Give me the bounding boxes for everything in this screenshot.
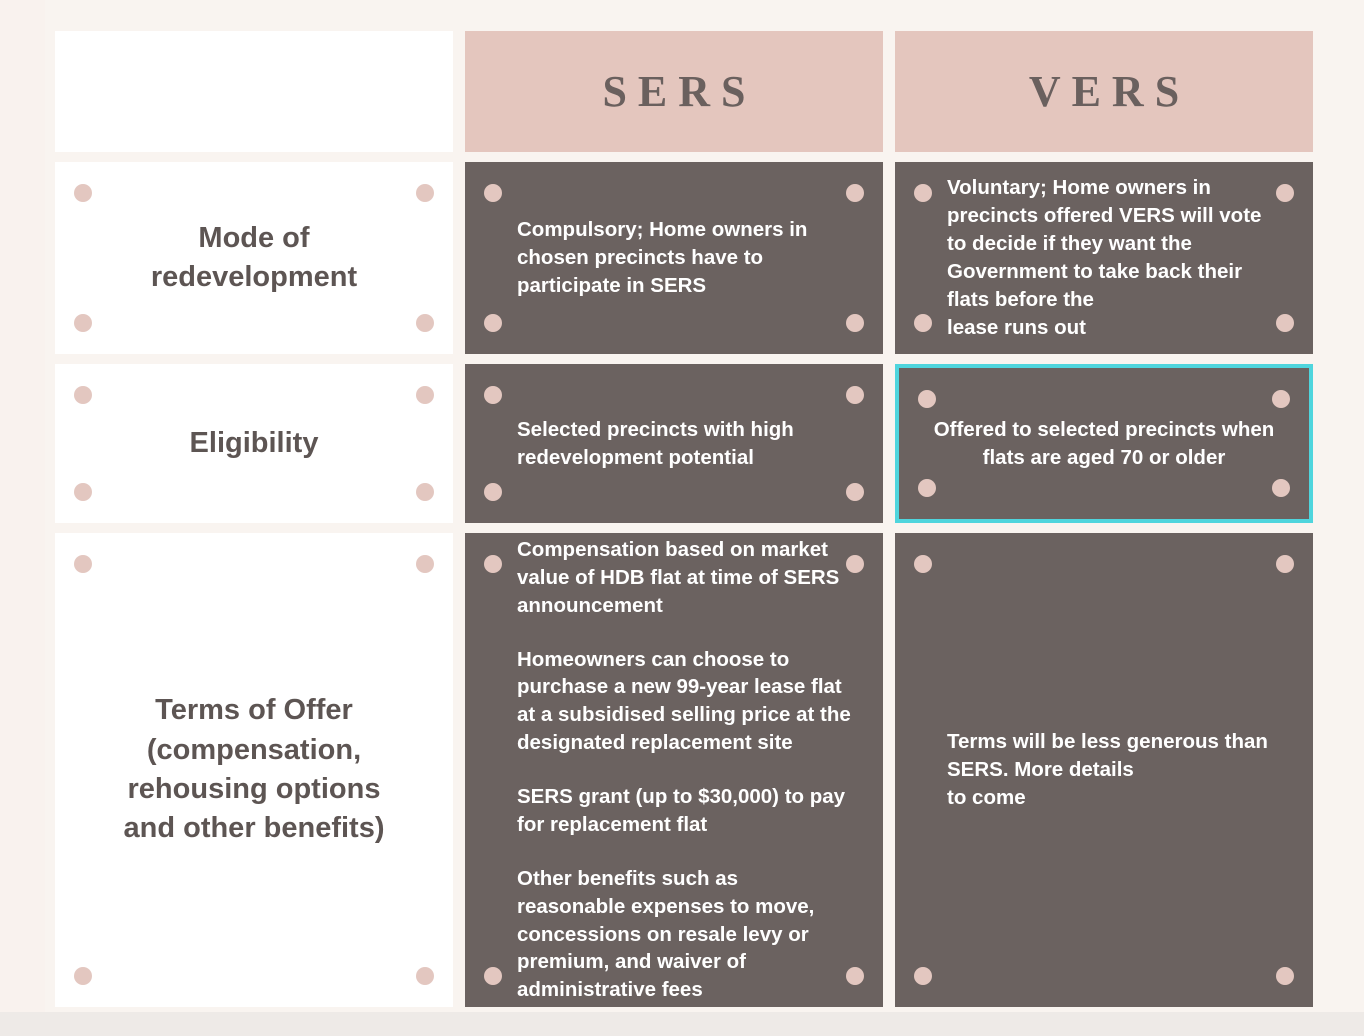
corner-dot-icon (416, 386, 434, 404)
corner-dot-icon (846, 314, 864, 332)
corner-dot-icon (1276, 967, 1294, 985)
cell-paragraph: Other benefits such as reasonable expens… (517, 866, 815, 1002)
header-label-vers: VERS (1028, 67, 1191, 116)
cell-vers-eligibility-selected[interactable]: Offered to selected precincts when flats… (895, 364, 1313, 523)
corner-dot-icon (1276, 184, 1294, 202)
cell-paragraph: Homeowners can choose to purchase a new … (517, 647, 851, 755)
cell-paragraph: Compensation based on market value of HD… (517, 537, 840, 617)
corner-dot-icon (484, 184, 502, 202)
cell-text-block: Offered to selected precincts when flats… (899, 416, 1309, 472)
cell-paragraph: Compulsory; Home owners in chosen precin… (517, 218, 808, 297)
row-label-text: Terms of Offer (compensation, rehousing … (123, 694, 385, 845)
corner-dot-icon (74, 386, 92, 404)
cell-paragraph: Terms will be less generous than SERS. M… (947, 730, 1268, 809)
header-cell-vers: VERS (895, 31, 1313, 152)
header-label-sers: SERS (602, 67, 757, 116)
row-label-mode-of-redevelopment: Mode of redevelopment (55, 162, 453, 354)
corner-dot-icon (416, 184, 434, 202)
cell-paragraph: SERS grant (up to $30,000) to pay for re… (517, 785, 846, 836)
cell-sers-mode-of-redevelopment[interactable]: Compulsory; Home owners in chosen precin… (465, 162, 883, 354)
corner-dot-icon (1272, 390, 1290, 408)
cell-vers-terms-of-offer[interactable]: Terms will be less generous than SERS. M… (895, 533, 1313, 1007)
corner-dot-icon (918, 479, 936, 497)
cell-sers-terms-of-offer[interactable]: Compensation based on market value of HD… (465, 533, 883, 1007)
corner-dot-icon (416, 555, 434, 573)
cell-text-block: Terms will be less generous than SERS. M… (895, 728, 1313, 812)
row-label-text: Mode of redevelopment (150, 221, 358, 293)
row-label-terms-of-offer: Terms of Offer (compensation, rehousing … (55, 533, 453, 1007)
cell-sers-eligibility[interactable]: Selected precincts with high redevelopme… (465, 364, 883, 523)
cell-text-block: Compensation based on market value of HD… (465, 536, 883, 1004)
corner-dot-icon (846, 483, 864, 501)
corner-dot-icon (918, 390, 936, 408)
corner-dot-icon (846, 555, 864, 573)
corner-dot-icon (914, 555, 932, 573)
corner-dot-icon (74, 314, 92, 332)
page-canvas: SERS VERS Mode of redevelopment Compulso… (0, 0, 1364, 1012)
cell-paragraph: Voluntary; Home owners in precincts offe… (947, 176, 1262, 339)
cell-text-block: Selected precincts with high redevelopme… (465, 416, 883, 472)
corner-dot-icon (846, 386, 864, 404)
header-cell-sers: SERS (465, 31, 883, 152)
corner-dot-icon (74, 967, 92, 985)
row-label-eligibility: Eligibility (55, 364, 453, 523)
corner-dot-icon (914, 314, 932, 332)
corner-dot-icon (914, 967, 932, 985)
comparison-table: SERS VERS Mode of redevelopment Compulso… (55, 31, 1313, 1007)
corner-dot-icon (1276, 314, 1294, 332)
corner-dot-icon (484, 555, 502, 573)
cell-text-block: Compulsory; Home owners in chosen precin… (465, 216, 883, 300)
corner-dot-icon (1276, 555, 1294, 573)
corner-dot-icon (1272, 479, 1290, 497)
corner-dot-icon (484, 386, 502, 404)
corner-dot-icon (484, 483, 502, 501)
corner-dot-icon (846, 967, 864, 985)
row-label-text: Eligibility (189, 426, 319, 459)
corner-dot-icon (484, 314, 502, 332)
cell-text-block: Voluntary; Home owners in precincts offe… (895, 174, 1313, 341)
header-cell-blank (55, 31, 453, 152)
corner-dot-icon (484, 967, 502, 985)
corner-dot-icon (74, 555, 92, 573)
cell-vers-mode-of-redevelopment[interactable]: Voluntary; Home owners in precincts offe… (895, 162, 1313, 354)
corner-dot-icon (74, 184, 92, 202)
left-gutter (0, 0, 45, 1012)
corner-dot-icon (416, 314, 434, 332)
corner-dot-icon (846, 184, 864, 202)
corner-dot-icon (416, 483, 434, 501)
corner-dot-icon (74, 483, 92, 501)
corner-dot-icon (914, 184, 932, 202)
cell-paragraph: Selected precincts with high redevelopme… (517, 417, 794, 469)
corner-dot-icon (416, 967, 434, 985)
cell-paragraph: Offered to selected precincts when flats… (933, 417, 1275, 469)
